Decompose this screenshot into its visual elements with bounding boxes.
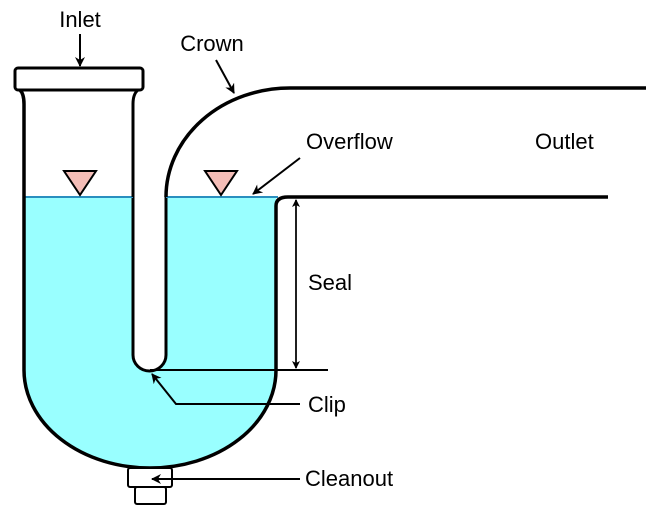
water-level-marker-outlet	[203, 170, 239, 197]
label-inlet: Inlet	[59, 7, 101, 32]
label-outlet: Outlet	[535, 129, 594, 154]
overflow-arrow	[252, 157, 301, 195]
cleanout-plug	[127, 467, 173, 488]
label-crown: Crown	[180, 31, 244, 56]
label-clip: Clip	[308, 392, 346, 417]
cleanout-cap	[134, 486, 167, 505]
clip-arrow	[151, 373, 300, 405]
inlet-inner-wall	[131, 88, 140, 197]
water-level-marker-inlet	[62, 170, 98, 197]
label-cleanout: Cleanout	[305, 466, 393, 491]
label-seal: Seal	[308, 270, 352, 295]
label-overflow: Overflow	[306, 129, 393, 154]
crown-arrow	[215, 59, 235, 94]
inlet-cap	[13, 66, 145, 92]
dip-pipe	[131, 197, 168, 373]
crown-pipe	[164, 86, 646, 198]
